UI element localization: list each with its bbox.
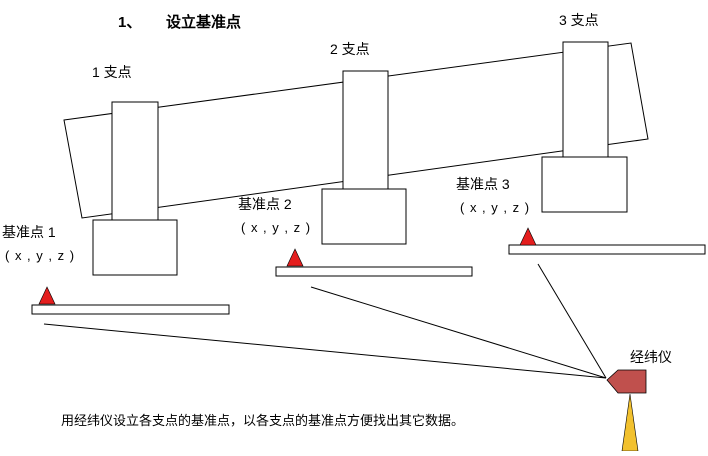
support-1-pillar — [111, 101, 159, 221]
support-1-base — [92, 219, 178, 276]
diagram-caption: 用经纬仪设立各支点的基准点，以各支点的基准点方便找出其它数据。 — [61, 413, 465, 428]
support-3-label: 3 支点 — [559, 12, 599, 28]
benchmark-1-plate — [31, 304, 230, 315]
support-2-base — [321, 188, 407, 245]
benchmark-3-plate — [508, 244, 706, 255]
support-3-pillar — [562, 41, 609, 158]
benchmark-3-coordinates: ( x , y , z ) — [460, 200, 531, 215]
benchmark-2-coordinates: ( x , y , z ) — [241, 220, 312, 235]
sight-line-2 — [310, 286, 607, 379]
benchmark-2-label: 基准点 2 — [238, 196, 292, 212]
benchmark-2-plate — [275, 266, 473, 277]
sight-line-1 — [43, 323, 607, 379]
section-number: 1、 — [118, 14, 142, 31]
support-2-label: 2 支点 — [330, 41, 370, 57]
sight-line-3 — [537, 263, 607, 379]
support-1-label: 1 支点 — [92, 64, 132, 80]
theodolite-label: 经纬仪 — [630, 349, 672, 365]
benchmark-1-marker — [38, 286, 56, 305]
theodolite-head — [606, 369, 647, 394]
theodolite-tripod — [621, 393, 639, 452]
support-3-base — [541, 156, 628, 213]
benchmark-3-marker — [519, 227, 537, 246]
support-2-pillar — [342, 70, 389, 190]
section-title: 设立基准点 — [166, 14, 242, 31]
benchmark-2-marker — [286, 248, 304, 267]
benchmark-1-label: 基准点 1 — [2, 224, 56, 240]
benchmark-1-coordinates: ( x , y , z ) — [5, 248, 76, 263]
benchmark-3-label: 基准点 3 — [456, 176, 510, 192]
